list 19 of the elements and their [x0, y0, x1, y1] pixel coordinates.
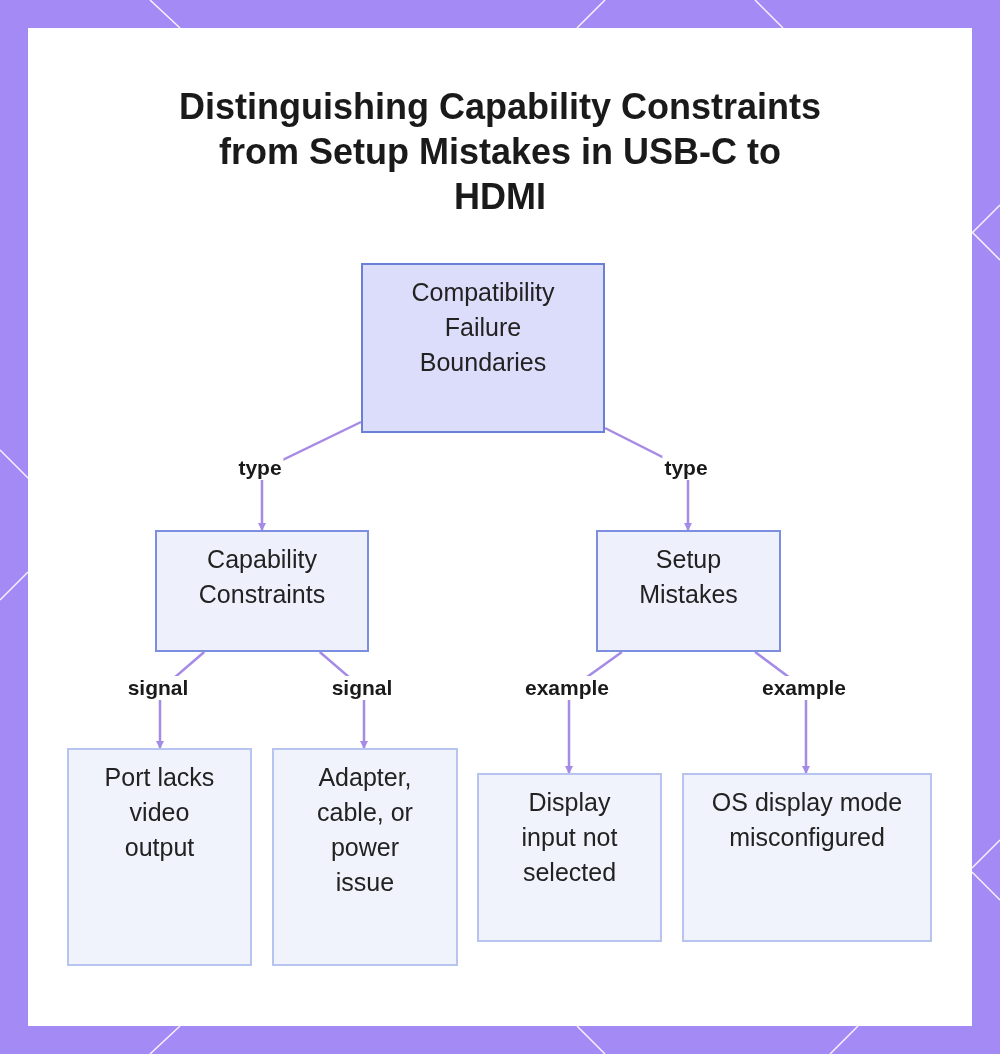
edge-label: type: [662, 456, 710, 480]
process-box: [596, 530, 781, 652]
node-text: Setup Mistakes: [638, 544, 739, 610]
node-text: Display input not selected: [520, 787, 619, 888]
process-box: [682, 773, 932, 942]
node-text: Capability Constraints: [197, 544, 327, 610]
process-box: [272, 748, 458, 966]
node-text: Compatibility Failure Boundaries: [410, 277, 556, 378]
edge-label: example: [522, 676, 612, 700]
process-box: [361, 263, 605, 433]
node-text: Port lacks video output: [103, 762, 216, 863]
process-box: [155, 530, 369, 652]
edge-label: type: [236, 456, 284, 480]
node-text: OS display mode misconfigured: [710, 787, 904, 853]
node-text: Adapter, cable, or power issue: [316, 762, 414, 898]
edge-label: example: [759, 676, 849, 700]
diagram-title: Distinguishing Capability Constraints from Setup Mistakes in USB-C to HDMI: [177, 85, 822, 219]
process-box: [477, 773, 662, 942]
process-box: [67, 748, 252, 966]
